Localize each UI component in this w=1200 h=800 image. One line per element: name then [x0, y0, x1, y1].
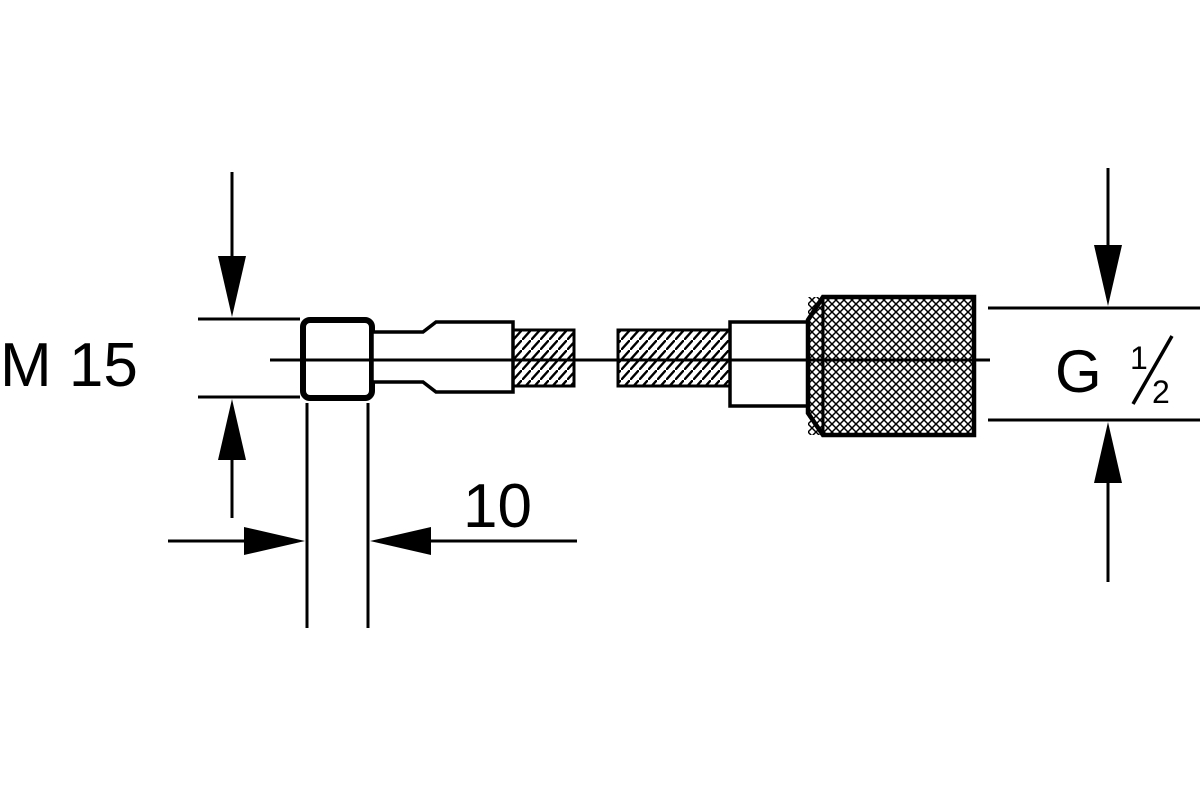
arrow-up-icon — [1094, 422, 1122, 483]
left-threaded-stub — [511, 328, 576, 388]
arrow-right-icon — [244, 527, 305, 555]
fraction-slash — [1131, 335, 1174, 405]
right-threaded-stub-fill — [618, 330, 730, 386]
m15-dimension: M 15 — [0, 172, 300, 518]
g-half-dimension: G 1 2 — [988, 168, 1200, 582]
arrow-down-icon — [218, 256, 246, 317]
arrow-down-icon — [1094, 245, 1122, 306]
g-label-letter: G — [1055, 338, 1102, 405]
g-label-numerator: 1 — [1130, 340, 1148, 376]
left-threaded-stub-fill — [513, 330, 574, 386]
g-label-denominator: 2 — [1152, 374, 1170, 410]
tapered-sleeve — [370, 320, 515, 394]
arrow-left-icon — [370, 527, 431, 555]
right-collar — [728, 320, 810, 408]
knurled-nut-fill — [808, 297, 974, 435]
right-fitting — [616, 294, 977, 438]
width-10-dimension: 10 — [168, 403, 577, 628]
m15-label: M 15 — [0, 331, 138, 400]
arrow-up-icon — [218, 399, 246, 460]
width-label: 10 — [463, 472, 532, 541]
